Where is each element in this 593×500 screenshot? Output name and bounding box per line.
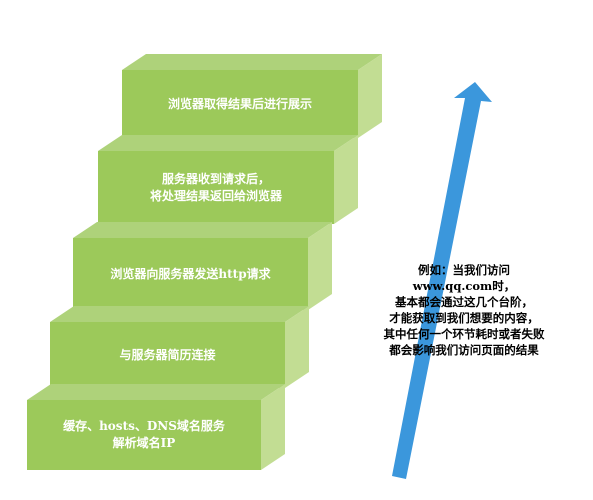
- step-3-line-1: 浏览器向服务器发送http请求: [110, 266, 271, 281]
- step-5-front-face: [122, 70, 358, 138]
- step-1-top-face: [27, 384, 285, 400]
- step-1-line-1: 缓存、hosts、DNS域名服务: [63, 419, 225, 433]
- step-2-front-face: [50, 322, 285, 388]
- note-line-6: 都会影响我们访问页面的结果: [389, 343, 539, 357]
- step-4-front-face: [98, 151, 334, 224]
- up-right-arrow-icon: [392, 82, 492, 479]
- step-5-side-face: [358, 54, 382, 138]
- step-2-label: 与服务器简历连接: [50, 322, 285, 388]
- note-line-3: 基本都会通过这几个台阶，: [395, 295, 533, 309]
- step-4-line-2: 将处理结果返回给浏览器: [149, 188, 282, 203]
- note-line-1: 例如：当我们访问: [418, 263, 510, 277]
- step-3-front-face: [73, 238, 308, 310]
- step-5-top-face: [122, 54, 382, 70]
- step-2-line-1: 与服务器简历连接: [119, 347, 216, 362]
- step-1-line-2: 解析域名IP: [112, 436, 176, 450]
- step-3-top-face: [73, 222, 332, 238]
- step-2-top-face: [50, 306, 309, 322]
- example-note: 例如：当我们访问 www.qq.com时， 基本都会通过这几个台阶， 才能获取到…: [348, 262, 580, 358]
- note-line-4: 才能获取到我们想要的内容，: [389, 311, 539, 325]
- step-5-label: 浏览器取得结果后进行展示: [122, 70, 358, 138]
- step-3-side-face: [308, 222, 332, 310]
- step-5-line-1: 浏览器取得结果后进行展示: [167, 96, 312, 111]
- steps-layer: [27, 54, 382, 470]
- step-3-label: 浏览器向服务器发送http请求: [73, 238, 308, 310]
- step-1-label: 缓存、hosts、DNS域名服务 解析域名IP: [27, 400, 261, 470]
- step-4-top-face: [98, 135, 358, 151]
- step-4-label: 服务器收到请求后， 将处理结果返回给浏览器: [98, 151, 334, 224]
- note-line-5: 其中任何一个环节耗时或者失败: [383, 327, 545, 341]
- step-1-side-face: [261, 384, 285, 470]
- note-line-2: www.qq.com时，: [412, 279, 516, 293]
- step-2-side-face: [285, 306, 309, 388]
- step-4-side-face: [334, 135, 358, 224]
- step-1-front-face: [27, 400, 261, 470]
- step-4-line-1: 服务器收到请求后，: [161, 171, 270, 186]
